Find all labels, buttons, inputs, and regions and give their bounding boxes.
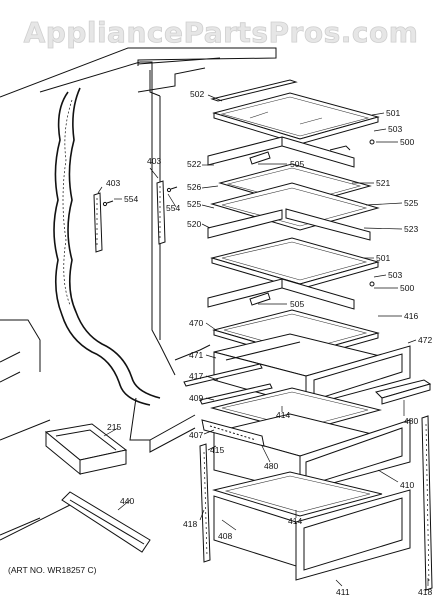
label-414a: 414 <box>276 410 290 420</box>
watermark: AppliancePartsPros.com <box>24 16 419 49</box>
label-418b: 418 <box>418 587 432 597</box>
door-liner-edge <box>53 87 161 406</box>
drawer-support-415 <box>201 419 265 447</box>
label-505b: 505 <box>290 299 304 309</box>
drawer-bottom <box>212 471 411 581</box>
label-503b: 503 <box>388 270 402 280</box>
label-521: 521 <box>376 178 390 188</box>
vertical-support-right <box>421 415 433 591</box>
shelf-glass-top <box>210 79 380 145</box>
label-215: 215 <box>107 422 121 432</box>
label-480b: 480 <box>264 461 278 471</box>
label-480a: 480 <box>404 416 418 426</box>
label-472: 472 <box>418 335 432 345</box>
label-500b: 500 <box>400 283 414 293</box>
shelf-rail-right <box>156 180 166 245</box>
part-labels: 502 501 503 500 403 522 505 403 526 521 … <box>8 89 432 597</box>
label-500a: 500 <box>400 137 414 147</box>
label-416: 416 <box>404 311 418 321</box>
shelf-bracket-lower <box>207 278 375 310</box>
label-554a: 554 <box>124 194 138 204</box>
label-409: 409 <box>189 393 203 403</box>
label-526: 526 <box>187 182 201 192</box>
label-414b: 414 <box>288 516 302 526</box>
label-523: 523 <box>404 224 418 234</box>
shelf-rail-left <box>93 192 103 253</box>
drawer-slide-409 <box>199 383 273 405</box>
label-501b: 501 <box>376 253 390 263</box>
shelf-bracket-middle <box>207 208 371 241</box>
shelf-glass-520 <box>210 237 380 290</box>
label-407: 407 <box>189 430 203 440</box>
label-505a: 505 <box>290 159 304 169</box>
label-520: 520 <box>187 219 201 229</box>
door-bin-215 <box>44 423 128 476</box>
label-554b: 554 <box>166 203 180 213</box>
label-415: 415 <box>210 445 224 455</box>
label-525b: 525 <box>404 198 418 208</box>
label-408: 408 <box>218 531 232 541</box>
screw-554b <box>166 186 178 193</box>
label-403b: 403 <box>106 178 120 188</box>
shelf-glass-521 <box>210 163 380 231</box>
cabinet-outline <box>0 47 277 541</box>
screw-554a <box>102 200 114 207</box>
label-525a: 525 <box>187 199 201 209</box>
trim-440 <box>61 491 151 553</box>
label-411: 411 <box>336 587 350 597</box>
label-471: 471 <box>189 350 203 360</box>
drawer-slide-left <box>183 363 263 387</box>
label-440: 440 <box>120 496 134 506</box>
drawer-support-480 <box>375 379 432 405</box>
label-503a: 503 <box>388 124 402 134</box>
art-number: (ART NO. WR18257 C) <box>8 565 97 575</box>
shelf-bracket-upper <box>207 136 375 168</box>
label-470: 470 <box>189 318 203 328</box>
label-522: 522 <box>187 159 201 169</box>
label-502: 502 <box>190 89 204 99</box>
leader-lines <box>97 94 429 587</box>
label-417: 417 <box>189 371 203 381</box>
vertical-support-left <box>199 443 211 563</box>
label-410: 410 <box>400 480 414 490</box>
label-501a: 501 <box>386 108 400 118</box>
label-418a: 418 <box>183 519 197 529</box>
label-403a: 403 <box>147 156 161 166</box>
